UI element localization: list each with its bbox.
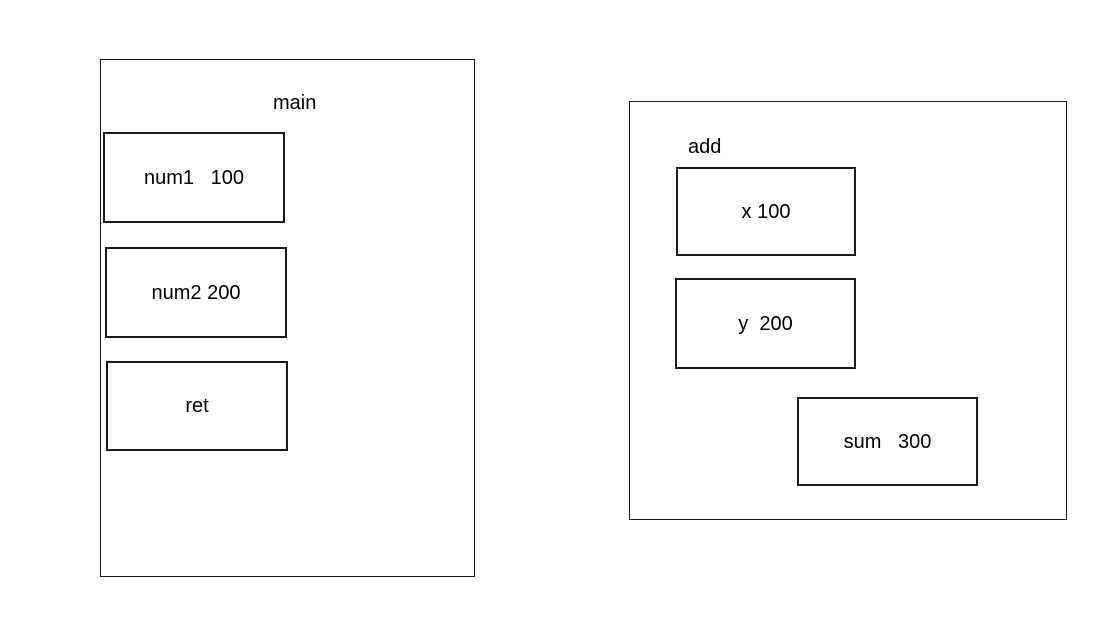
variable-y-label: y 200 bbox=[738, 312, 793, 335]
stack-frame-add: add x 100 y 200 sum 300 bbox=[629, 101, 1067, 520]
variable-box-y: y 200 bbox=[675, 278, 856, 369]
frame-main-label: main bbox=[273, 92, 317, 114]
variable-box-num1: num1 100 bbox=[103, 132, 285, 223]
variable-num1-label: num1 100 bbox=[143, 166, 245, 189]
variable-box-sum: sum 300 bbox=[797, 397, 978, 486]
stack-frame-main: main num1 100 num2 200 ret bbox=[100, 59, 475, 577]
frame-add-label: add bbox=[688, 136, 722, 158]
variable-sum-label: sum 300 bbox=[843, 430, 932, 453]
variable-box-ret: ret bbox=[106, 361, 288, 451]
variable-box-num2: num2 200 bbox=[105, 247, 287, 338]
variable-num2-label: num2 200 bbox=[151, 281, 241, 304]
variable-ret-label: ret bbox=[185, 395, 209, 417]
variable-x-label: x 100 bbox=[741, 200, 791, 223]
variable-box-x: x 100 bbox=[676, 167, 856, 256]
